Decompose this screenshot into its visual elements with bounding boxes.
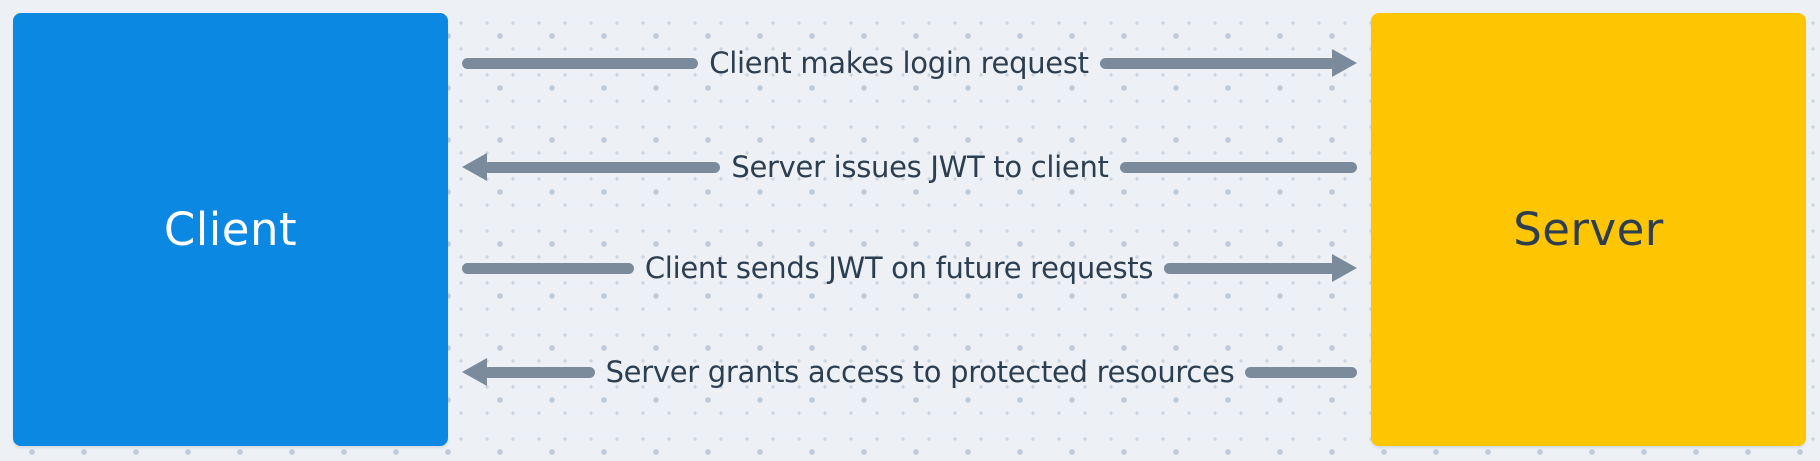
arrow-line bbox=[462, 57, 699, 69]
arrow-line bbox=[1245, 366, 1357, 378]
arrowhead-right-icon bbox=[1332, 49, 1357, 77]
flow-label: Server grants access to protected resour… bbox=[605, 355, 1235, 389]
server-node-label: Server bbox=[1513, 203, 1664, 256]
arrow-line bbox=[1119, 161, 1357, 173]
arrow-line bbox=[1099, 57, 1336, 69]
message-flows: Client makes login request Server issues… bbox=[448, 0, 1371, 461]
flow-access-granted: Server grants access to protected resour… bbox=[448, 350, 1371, 394]
flow-login-request: Client makes login request bbox=[448, 41, 1371, 85]
arrowhead-left-icon bbox=[462, 358, 487, 386]
arrow-line bbox=[462, 262, 634, 274]
flow-label: Client makes login request bbox=[709, 46, 1089, 80]
client-node: Client bbox=[13, 13, 448, 446]
flow-label: Server issues JWT to client bbox=[731, 150, 1109, 184]
flow-label: Client sends JWT on future requests bbox=[644, 251, 1154, 285]
server-node: Server bbox=[1371, 13, 1806, 446]
client-node-label: Client bbox=[163, 203, 298, 256]
flow-jwt-sent: Client sends JWT on future requests bbox=[448, 246, 1371, 290]
arrowhead-left-icon bbox=[462, 153, 487, 181]
flow-jwt-issued: Server issues JWT to client bbox=[448, 145, 1371, 189]
arrow-line bbox=[1164, 262, 1336, 274]
arrow-line bbox=[483, 161, 721, 173]
arrow-line bbox=[483, 366, 595, 378]
arrowhead-right-icon bbox=[1332, 254, 1357, 282]
